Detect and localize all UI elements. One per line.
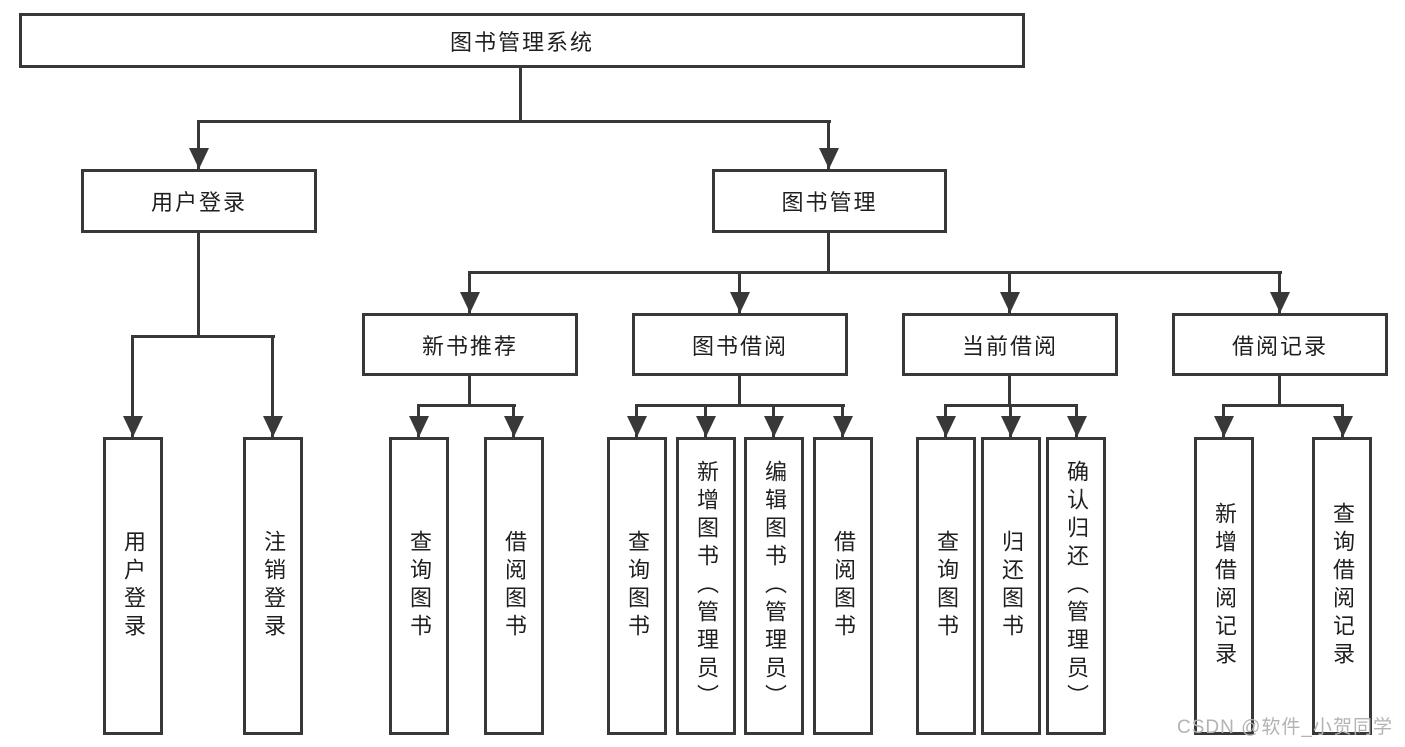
leaf-label: 归还图书 — [999, 530, 1024, 642]
connector-line — [1008, 376, 1011, 407]
node-borrowing-records: 借阅记录 — [1172, 313, 1388, 376]
leaf-borrow-books: 借阅图书 — [813, 437, 873, 735]
node-label: 图书借阅 — [691, 333, 788, 359]
connector-line — [738, 376, 741, 407]
node-label: 借阅记录 — [1231, 333, 1328, 359]
leaf-borrow-books-recommend: 借阅图书 — [484, 437, 544, 735]
connector-line — [197, 120, 831, 123]
connector-line — [827, 120, 830, 169]
node-label: 当前借阅 — [961, 333, 1058, 359]
leaf-label: 确认归还（管理员） — [1064, 460, 1089, 712]
leaf-user-login: 用户登录 — [103, 437, 163, 735]
leaf-confirm-return-admin: 确认归还（管理员） — [1046, 437, 1106, 735]
leaf-query-books-borrowing: 查询图书 — [607, 437, 667, 735]
node-new-book-recommend: 新书推荐 — [362, 313, 578, 376]
connector-line — [519, 68, 522, 123]
node-user-login: 用户登录 — [81, 169, 317, 233]
connector-line — [635, 404, 845, 407]
leaf-label: 查询图书 — [407, 530, 432, 642]
arrow-down-icon — [409, 416, 429, 437]
arrow-down-icon — [833, 416, 853, 437]
leaf-label: 新增图书（管理员） — [694, 460, 719, 712]
arrow-down-icon — [460, 292, 480, 313]
connector-line — [131, 335, 134, 437]
leaf-label: 新增借阅记录 — [1212, 502, 1237, 670]
leaf-label: 借阅图书 — [502, 530, 527, 642]
arrow-down-icon — [1214, 416, 1234, 437]
leaf-label: 借阅图书 — [831, 530, 856, 642]
connector-line — [131, 335, 275, 338]
arrow-down-icon — [819, 148, 839, 169]
leaf-logout: 注销登录 — [243, 437, 303, 735]
leaf-label: 查询图书 — [625, 530, 650, 642]
node-current-borrowing: 当前借阅 — [902, 313, 1118, 376]
node-book-management: 图书管理 — [712, 169, 947, 233]
arrow-down-icon — [123, 416, 143, 437]
connector-line — [1222, 404, 1344, 407]
leaf-query-books-recommend: 查询图书 — [389, 437, 449, 735]
arrow-down-icon — [696, 416, 716, 437]
leaf-label: 查询借阅记录 — [1330, 502, 1355, 670]
connector-line — [827, 233, 830, 274]
arrow-down-icon — [1067, 416, 1087, 437]
connector-line — [197, 233, 200, 338]
arrow-down-icon — [764, 416, 784, 437]
watermark: CSDN @软件_小贺同学 — [1177, 717, 1393, 738]
arrow-down-icon — [730, 292, 750, 313]
node-library-management-system: 图书管理系统 — [19, 13, 1025, 68]
leaf-add-books-admin: 新增图书（管理员） — [676, 437, 736, 735]
arrow-down-icon — [936, 416, 956, 437]
arrow-down-icon — [1270, 292, 1290, 313]
leaf-label: 注销登录 — [261, 530, 286, 642]
connector-line — [468, 376, 471, 407]
node-label: 图书管理 — [781, 190, 878, 215]
connector-line — [197, 120, 200, 169]
arrow-down-icon — [1001, 416, 1021, 437]
connector-line — [271, 335, 274, 437]
arrow-down-icon — [504, 416, 524, 437]
node-label: 新书推荐 — [421, 333, 518, 359]
leaf-edit-books-admin: 编辑图书（管理员） — [744, 437, 804, 735]
node-label: 用户登录 — [150, 190, 247, 215]
leaf-query-books-current: 查询图书 — [916, 437, 976, 735]
leaf-add-borrow-record: 新增借阅记录 — [1194, 437, 1254, 735]
arrow-down-icon — [627, 416, 647, 437]
leaf-label: 编辑图书（管理员） — [762, 460, 787, 712]
connector-line — [468, 271, 1282, 274]
arrow-down-icon — [1333, 416, 1353, 437]
arrow-down-icon — [1000, 292, 1020, 313]
node-label: 图书管理系统 — [449, 29, 594, 55]
connector-line — [417, 404, 516, 407]
leaf-label: 用户登录 — [121, 530, 146, 642]
leaf-label: 查询图书 — [934, 530, 959, 642]
leaf-return-books: 归还图书 — [981, 437, 1041, 735]
node-book-borrowing: 图书借阅 — [632, 313, 848, 376]
arrow-down-icon — [189, 148, 209, 169]
leaf-query-borrow-record: 查询借阅记录 — [1312, 437, 1372, 735]
arrow-down-icon — [263, 416, 283, 437]
connector-line — [1278, 376, 1281, 407]
